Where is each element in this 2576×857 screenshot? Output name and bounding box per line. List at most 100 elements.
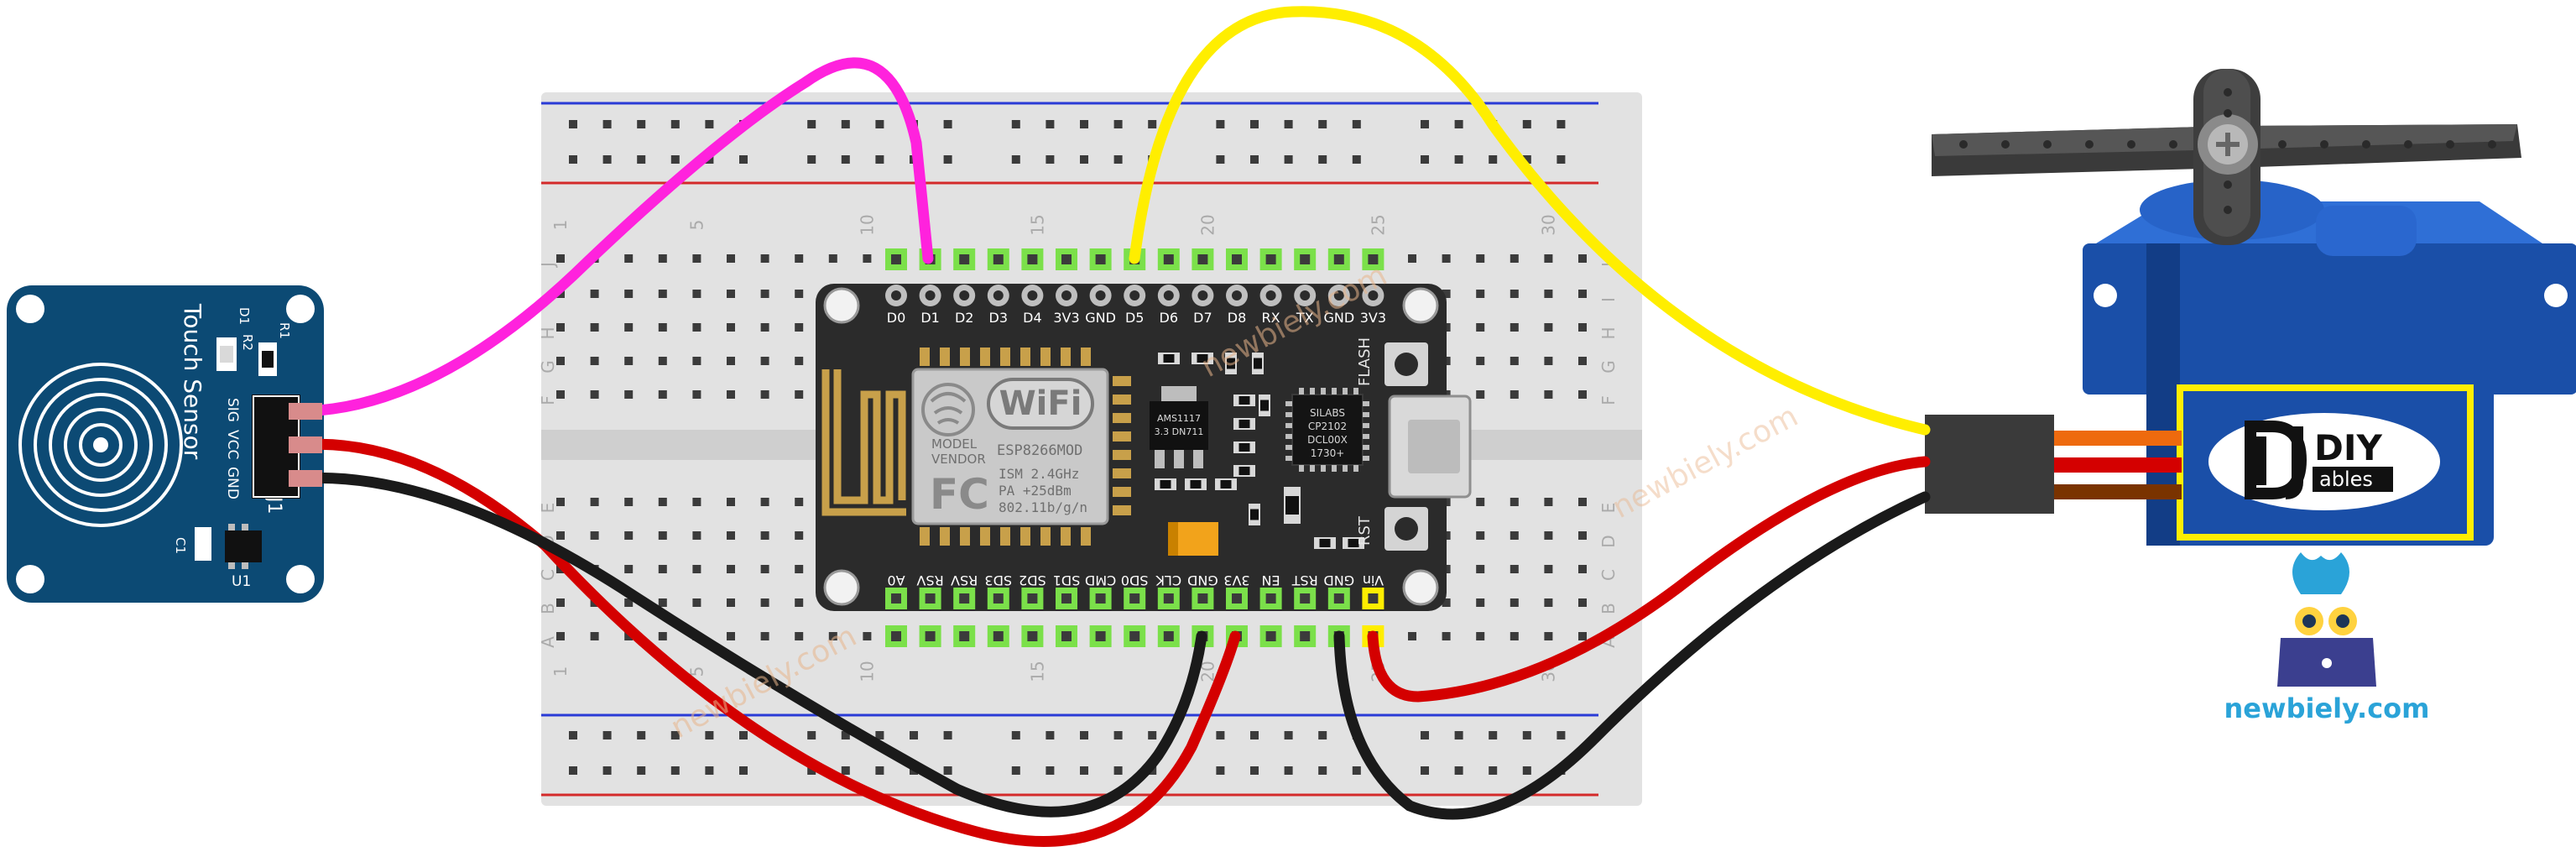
breadboard-rail-hole [1114,766,1123,775]
breadboard-hole [1510,632,1519,640]
breadboard-rail-hole [603,155,612,164]
breadboard-pin-highlight-hole [1061,631,1072,641]
breadboard-pin-highlight-hole [891,631,901,641]
breadboard-rail-hole [1285,731,1293,739]
breadboard-rail-hole [739,731,748,739]
breadboard-hole [1544,290,1552,298]
pin-label-bottom: RSV [951,572,978,588]
servo-connector [1925,415,2054,514]
sensor-pin-sig [289,403,322,420]
breadboard-rail-hole [1046,120,1054,128]
touch-sensor-c1 [195,527,211,561]
mount-hole-br [1404,571,1437,604]
touch-sensor-module: Touch Sensor SIG VCC GND J1 D1 R2 R1 C1 … [7,285,324,603]
header-pin-top-hole [1027,254,1037,264]
breadboard-hole [1544,598,1552,607]
pin-label-top: D7 [1193,310,1212,326]
breadboard-rail-hole [875,120,884,128]
regulator-leg-2 [1174,450,1184,468]
breadboard-row-letter: D [1598,535,1619,547]
breadboard-hole [1510,357,1519,365]
chip-pin [1285,401,1292,406]
breadboard-hole [1408,632,1416,640]
servo-body-shade [2146,243,2180,546]
chip-pin [1299,388,1304,395]
breadboard-rail-hole [807,155,816,164]
breadboard-pin-highlight-hole [993,631,1004,641]
header-pin-bottom-hole [993,593,1004,604]
module-pad [920,348,930,366]
breadboard-column-number: 10 [857,661,877,682]
breadboard-hole [795,323,803,332]
breadboard-rail-hole [569,731,577,739]
chip-pin [1353,388,1358,395]
breadboard-hole [727,531,735,540]
breadboard-hole [1578,598,1587,607]
flash-button-cap [1395,353,1418,376]
breadboard-rail-hole [1012,766,1020,775]
module-pad [960,348,970,366]
breadboard-hole [761,598,769,607]
pin-pad-top-hole [1096,290,1106,300]
chip-pin [1343,388,1348,395]
breadboard-rail-hole [1421,766,1429,775]
module-pad [1113,395,1131,405]
breadboard-hole [1476,531,1484,540]
breadboard-hole [727,254,735,263]
breadboard-rail-hole [705,731,713,739]
breadboard-rail-hole [1114,155,1123,164]
touch-sensor-ic-pin [242,562,248,569]
module-pad [1020,527,1030,546]
breadboard-pin-highlight-hole [1266,631,1276,641]
micro-usb-opening [1408,420,1460,473]
breadboard-hole [1544,323,1552,332]
breadboard-rail-hole [569,766,577,775]
breadboard-hole [1544,498,1552,506]
servo-mount-hole-right [2544,284,2568,307]
breadboard-hole [659,357,667,365]
rst-button-label: RST [1356,515,1374,546]
breadboard-hole [1476,323,1484,332]
chip-pin [1285,412,1292,417]
servo-cable [1925,415,2182,514]
pin-label-top: D6 [1160,310,1179,326]
pin-label-bottom: 3V3 [1223,572,1249,588]
touch-sensor-hole-tr [286,295,315,323]
breadboard-hole [1476,565,1484,573]
breadboard-rail-hole [842,155,850,164]
breadboard-rail-hole [1353,120,1361,128]
pin-pad-top-hole [993,290,1004,300]
breadboard-rail-hole [1353,766,1361,775]
breadboard-hole [1544,357,1552,365]
breadboard-rail-hole [671,155,680,164]
breadboard-hole [1578,531,1587,540]
breadboard-hole [761,290,769,298]
chip-pin [1310,465,1315,472]
servo-horn-hole [2320,140,2328,149]
breadboard-hole [624,390,633,399]
breadboard-rail-hole [944,120,952,128]
breadboard-rail-hole [1080,766,1088,775]
pin-label-top: D3 [989,310,1009,326]
servo-brand-line2: ables [2319,468,2373,491]
smd-part-body [1250,509,1259,520]
servo-horn-hole [2169,140,2177,149]
header-pin-bottom-hole [1164,593,1174,604]
breadboard-rail-hole [637,120,645,128]
breadboard-hole [624,498,633,506]
breadboard-hole [1510,290,1519,298]
breadboard-rail-hole [1353,155,1361,164]
breadboard-rail-hole [1523,120,1531,128]
touch-sensor-r2-label: R2 [240,334,255,351]
breadboard-rail-hole [1523,766,1531,775]
breadboard-row-letter: E [538,503,558,514]
breadboard-hole [727,498,735,506]
module-pad [1081,527,1091,546]
regulator-leg-3 [1193,450,1203,468]
breadboard-hole [692,357,701,365]
breadboard-hole [795,390,803,399]
wifi-logo-text: WiFi [999,384,1082,423]
breadboard-hole [624,565,633,573]
touch-sensor-title: Touch Sensor [179,303,206,460]
